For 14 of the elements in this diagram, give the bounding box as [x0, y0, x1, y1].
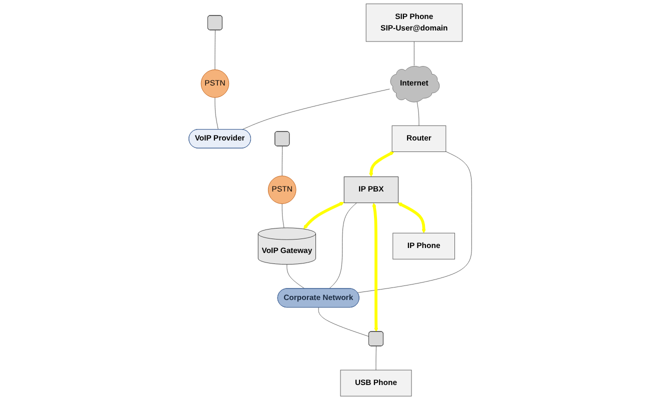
arrow: [397, 202, 426, 234]
connector: [375, 346, 376, 370]
connector: [214, 30, 216, 70]
connector: [416, 101, 419, 126]
connector: [357, 151, 472, 293]
arrow: [368, 151, 394, 177]
connector: [328, 202, 357, 289]
connector: [286, 264, 305, 289]
arrow: [372, 202, 378, 332]
connector: [318, 307, 369, 337]
connector: [214, 97, 218, 130]
arrow: [303, 202, 344, 230]
connector: [282, 203, 284, 228]
connector: [242, 88, 390, 130]
